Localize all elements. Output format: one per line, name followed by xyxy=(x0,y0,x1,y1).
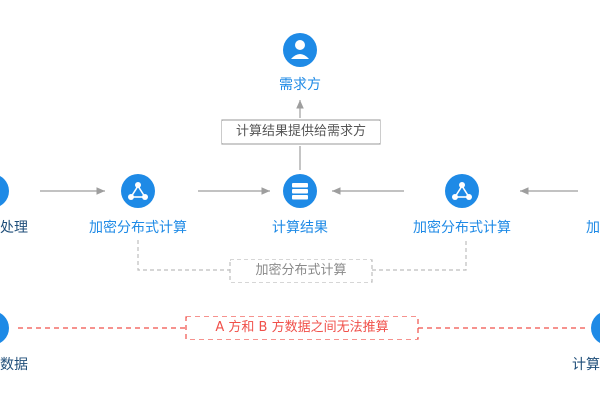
database-icon xyxy=(283,174,317,208)
bracket-left xyxy=(137,240,230,271)
label-encrypted-compute-right: 加密分布式计算 xyxy=(413,220,511,236)
label-right-partial: 加 xyxy=(586,220,600,236)
label-demand-side: 需求方 xyxy=(279,77,321,93)
label-compute-result: 计算结果 xyxy=(272,220,328,236)
user-icon xyxy=(283,33,317,67)
partial-node-bottom-left-icon xyxy=(0,313,9,343)
box-provide-result: 计算结果提供给需求方 xyxy=(222,121,380,143)
bracket-right xyxy=(372,240,467,271)
network-nodes-icon xyxy=(445,174,479,208)
label-bottom-left-partial: 数据 xyxy=(0,357,28,373)
label-left-partial: 处理 xyxy=(0,220,28,236)
box-encrypted-distributed: 加密分布式计算 xyxy=(231,260,371,282)
label-bottom-right-partial: 计算 xyxy=(572,357,600,373)
network-nodes-icon xyxy=(121,174,155,208)
label-encrypted-compute-left: 加密分布式计算 xyxy=(89,220,187,236)
box-no-inference: A 方和 B 方数据之间无法推算 xyxy=(187,317,417,339)
partial-node-bottom-right-icon xyxy=(591,313,600,343)
partial-node-left-icon xyxy=(0,176,9,206)
